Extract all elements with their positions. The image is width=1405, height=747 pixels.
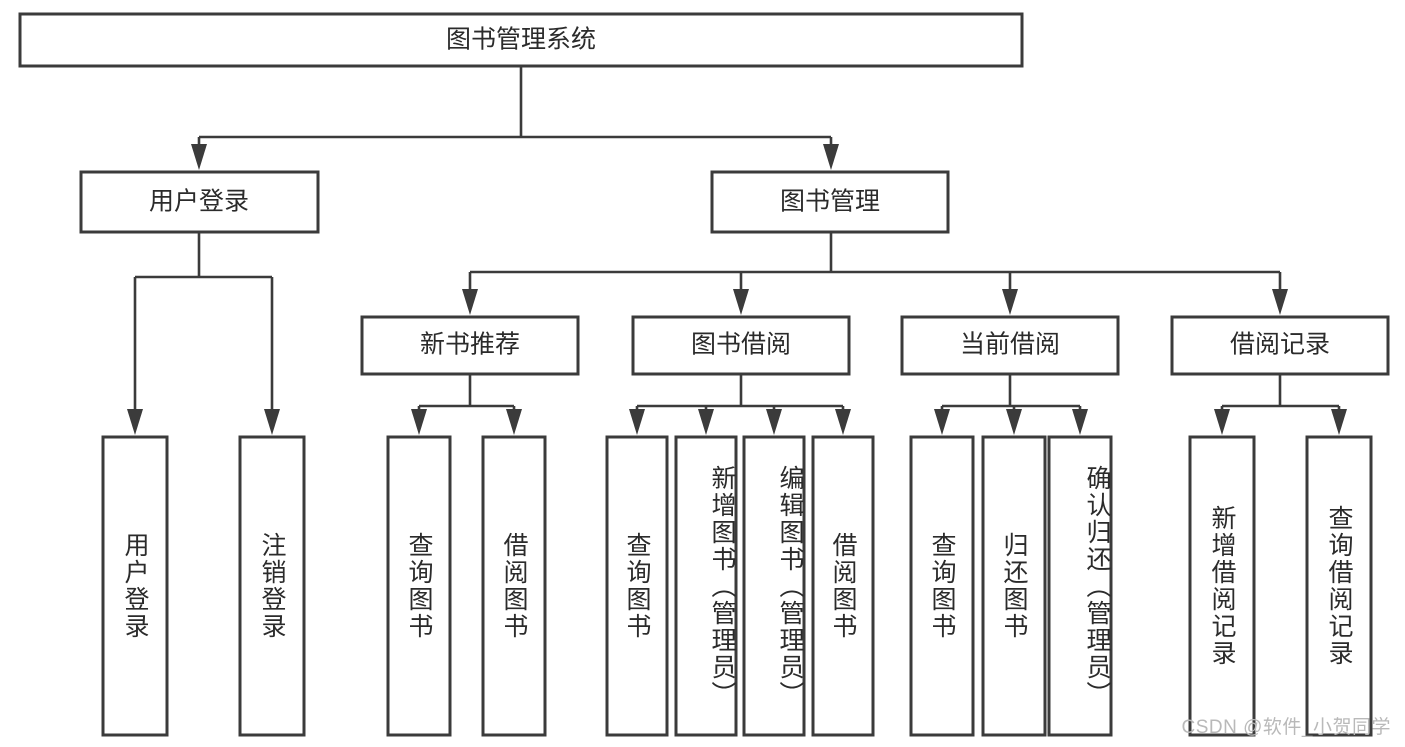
arrow-head-icon: [1331, 409, 1347, 435]
arrow-head-icon: [733, 289, 749, 315]
node-leaf-borrow-book-1-box[interactable]: [481, 435, 547, 737]
arrow-head-icon: [1072, 409, 1088, 435]
node-leaf-user-login-box[interactable]: [101, 435, 169, 737]
node-book-borrow-label: 图书借阅: [691, 331, 791, 359]
connector-layer: [127, 66, 1347, 435]
node-book-borrow[interactable]: 图书借阅: [631, 315, 851, 376]
arrow-head-icon: [934, 409, 950, 435]
node-root-box[interactable]: [18, 12, 1024, 68]
node-leaf-query-record-box[interactable]: [1305, 435, 1373, 737]
node-book-management-box[interactable]: [710, 170, 950, 234]
arrow-head-icon: [823, 144, 839, 170]
arrow-head-icon: [1214, 409, 1230, 435]
node-leaf-add-record-box[interactable]: [1188, 435, 1256, 737]
node-borrow-record-box[interactable]: [1170, 315, 1390, 376]
node-leaf-logout-box[interactable]: [238, 435, 306, 737]
node-new-book-recommend-label: 新书推荐: [420, 331, 520, 359]
arrow-head-icon: [1002, 289, 1018, 315]
arrow-head-icon: [462, 289, 478, 315]
node-root[interactable]: 图书管理系统: [18, 12, 1024, 68]
node-leaf-return-book-box[interactable]: [981, 435, 1047, 737]
node-new-book-recommend-box[interactable]: [360, 315, 580, 376]
node-leaf-confirm-return-box[interactable]: [1047, 435, 1113, 737]
leaf-box-layer: [101, 435, 1373, 737]
node-leaf-query-book-3-box[interactable]: [909, 435, 975, 737]
node-book-borrow-box[interactable]: [631, 315, 851, 376]
node-leaf-borrow-book-2-box[interactable]: [811, 435, 875, 737]
node-user-login[interactable]: 用户登录: [79, 170, 320, 234]
arrow-head-icon: [1272, 289, 1288, 315]
arrow-head-icon: [264, 409, 280, 435]
watermark-text: CSDN @软件_小贺同学: [1181, 717, 1391, 738]
arrow-head-icon: [766, 409, 782, 435]
node-book-management-label: 图书管理: [780, 188, 880, 216]
node-current-borrow-box[interactable]: [900, 315, 1120, 376]
arrow-head-icon: [411, 409, 427, 435]
node-current-borrow-label: 当前借阅: [960, 331, 1060, 359]
node-user-login-label: 用户登录: [149, 188, 249, 216]
arrow-head-icon: [1006, 409, 1022, 435]
node-leaf-edit-book-box[interactable]: [742, 435, 806, 737]
node-current-borrow[interactable]: 当前借阅: [900, 315, 1120, 376]
arrow-head-icon: [127, 409, 143, 435]
node-root-label: 图书管理系统: [446, 26, 596, 54]
node-borrow-record-label: 借阅记录: [1230, 331, 1330, 359]
arrow-head-icon: [191, 144, 207, 170]
node-leaf-query-book-2-box[interactable]: [605, 435, 669, 737]
arrow-head-icon: [698, 409, 714, 435]
node-new-book-recommend[interactable]: 新书推荐: [360, 315, 580, 376]
node-book-management[interactable]: 图书管理: [710, 170, 950, 234]
node-leaf-query-book-1-box[interactable]: [386, 435, 452, 737]
arrow-head-icon: [629, 409, 645, 435]
node-leaf-add-book-box[interactable]: [674, 435, 738, 737]
arrow-head-icon: [506, 409, 522, 435]
node-borrow-record[interactable]: 借阅记录: [1170, 315, 1390, 376]
node-user-login-box[interactable]: [79, 170, 320, 234]
arrow-head-icon: [835, 409, 851, 435]
